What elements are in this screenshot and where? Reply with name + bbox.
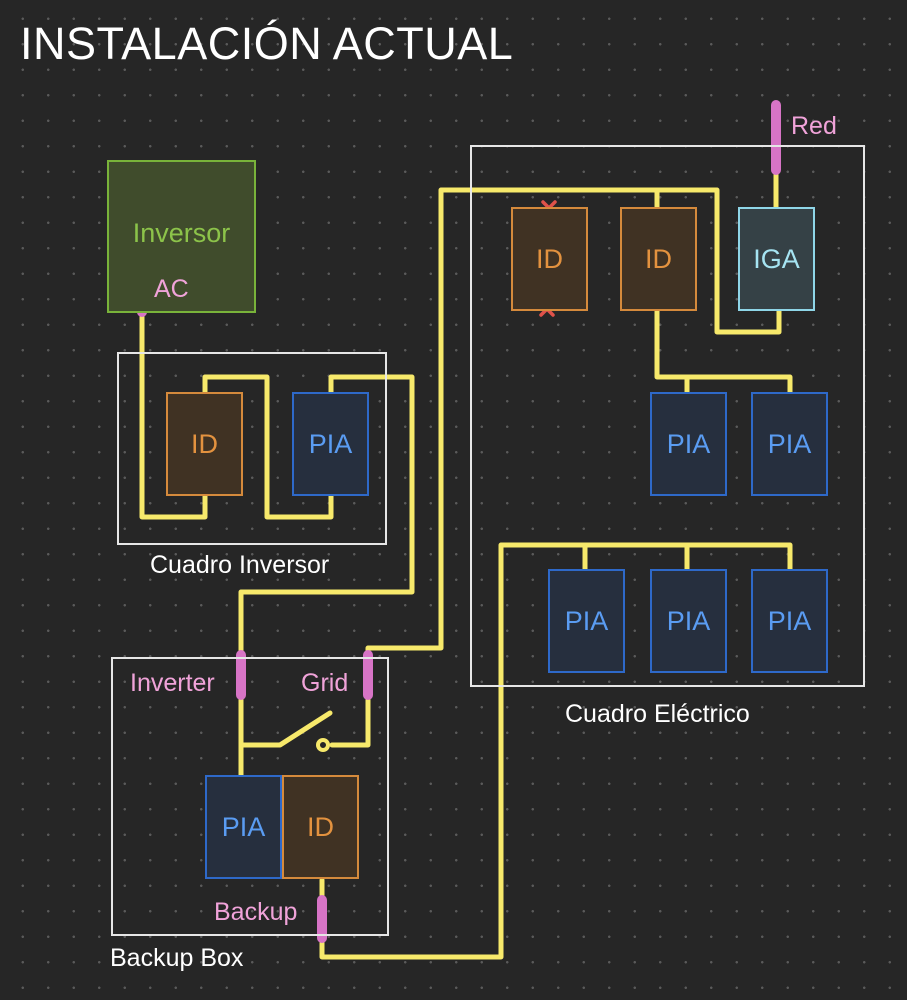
wire-backup-to-lower-pias bbox=[319, 542, 793, 960]
wire-grid-to-cuadro-electrico bbox=[365, 187, 782, 658]
cuadro-electrico-pia-4: PIA bbox=[650, 569, 727, 673]
red-label: Red bbox=[791, 112, 837, 140]
pia-label: PIA bbox=[564, 605, 609, 636]
backup-box-id: ID bbox=[282, 775, 359, 879]
pia-label: PIA bbox=[666, 428, 711, 459]
cuadro-electrico-pia-3: PIA bbox=[548, 569, 625, 673]
backup-box-pia: PIA bbox=[205, 775, 282, 879]
cuadro-electrico-pia-1: PIA bbox=[650, 392, 727, 496]
cuadro-inversor-frame bbox=[117, 352, 387, 545]
cuadro-electrico-label: Cuadro Eléctrico bbox=[565, 700, 750, 728]
pia-label: PIA bbox=[666, 605, 711, 636]
id-label: ID bbox=[307, 811, 334, 842]
pia-label: PIA bbox=[308, 428, 353, 459]
wire-ac-to-id bbox=[139, 289, 208, 520]
cuadro-electrico-id: ID bbox=[620, 207, 697, 311]
backup-label: Backup bbox=[214, 898, 298, 926]
cuadro-electrico-pia-5: PIA bbox=[751, 569, 828, 673]
pia-label: PIA bbox=[767, 428, 812, 459]
cuadro-inversor-pia: PIA bbox=[292, 392, 369, 496]
cuadro-electrico-iga: IGA bbox=[738, 207, 815, 311]
pia-label: PIA bbox=[221, 811, 266, 842]
backup-box-frame bbox=[111, 657, 389, 936]
wire-pia-to-backup-inverter bbox=[238, 374, 415, 658]
wire-id-to-upper-pias bbox=[654, 307, 793, 395]
inversor-label: Inversor bbox=[132, 218, 231, 248]
id-label: ID bbox=[536, 243, 563, 274]
pia-label: PIA bbox=[767, 605, 812, 636]
cuadro-inversor-label: Cuadro Inversor bbox=[150, 551, 330, 579]
id-label: ID bbox=[191, 428, 218, 459]
cuadro-inversor-id: ID bbox=[166, 392, 243, 496]
wire-switch-base bbox=[238, 710, 333, 748]
wire-id-to-pia bbox=[202, 374, 334, 520]
backup-box-label: Backup Box bbox=[110, 944, 244, 972]
inverter-label: Inverter bbox=[130, 669, 215, 697]
cuadro-electrico-id-disconnected: ID bbox=[511, 207, 588, 311]
iga-label: IGA bbox=[753, 243, 800, 274]
switch-contact-icon bbox=[316, 738, 330, 752]
cuadro-electrico-pia-2: PIA bbox=[751, 392, 828, 496]
inversor-box: Inversor bbox=[107, 160, 256, 313]
cuadro-electrico-frame bbox=[470, 145, 865, 687]
id-label: ID bbox=[645, 243, 672, 274]
grid-label: Grid bbox=[301, 669, 349, 697]
page-title: INSTALACIÓN ACTUAL bbox=[20, 18, 514, 69]
ac-label: AC bbox=[154, 275, 189, 303]
wire-grid-down bbox=[329, 692, 371, 748]
